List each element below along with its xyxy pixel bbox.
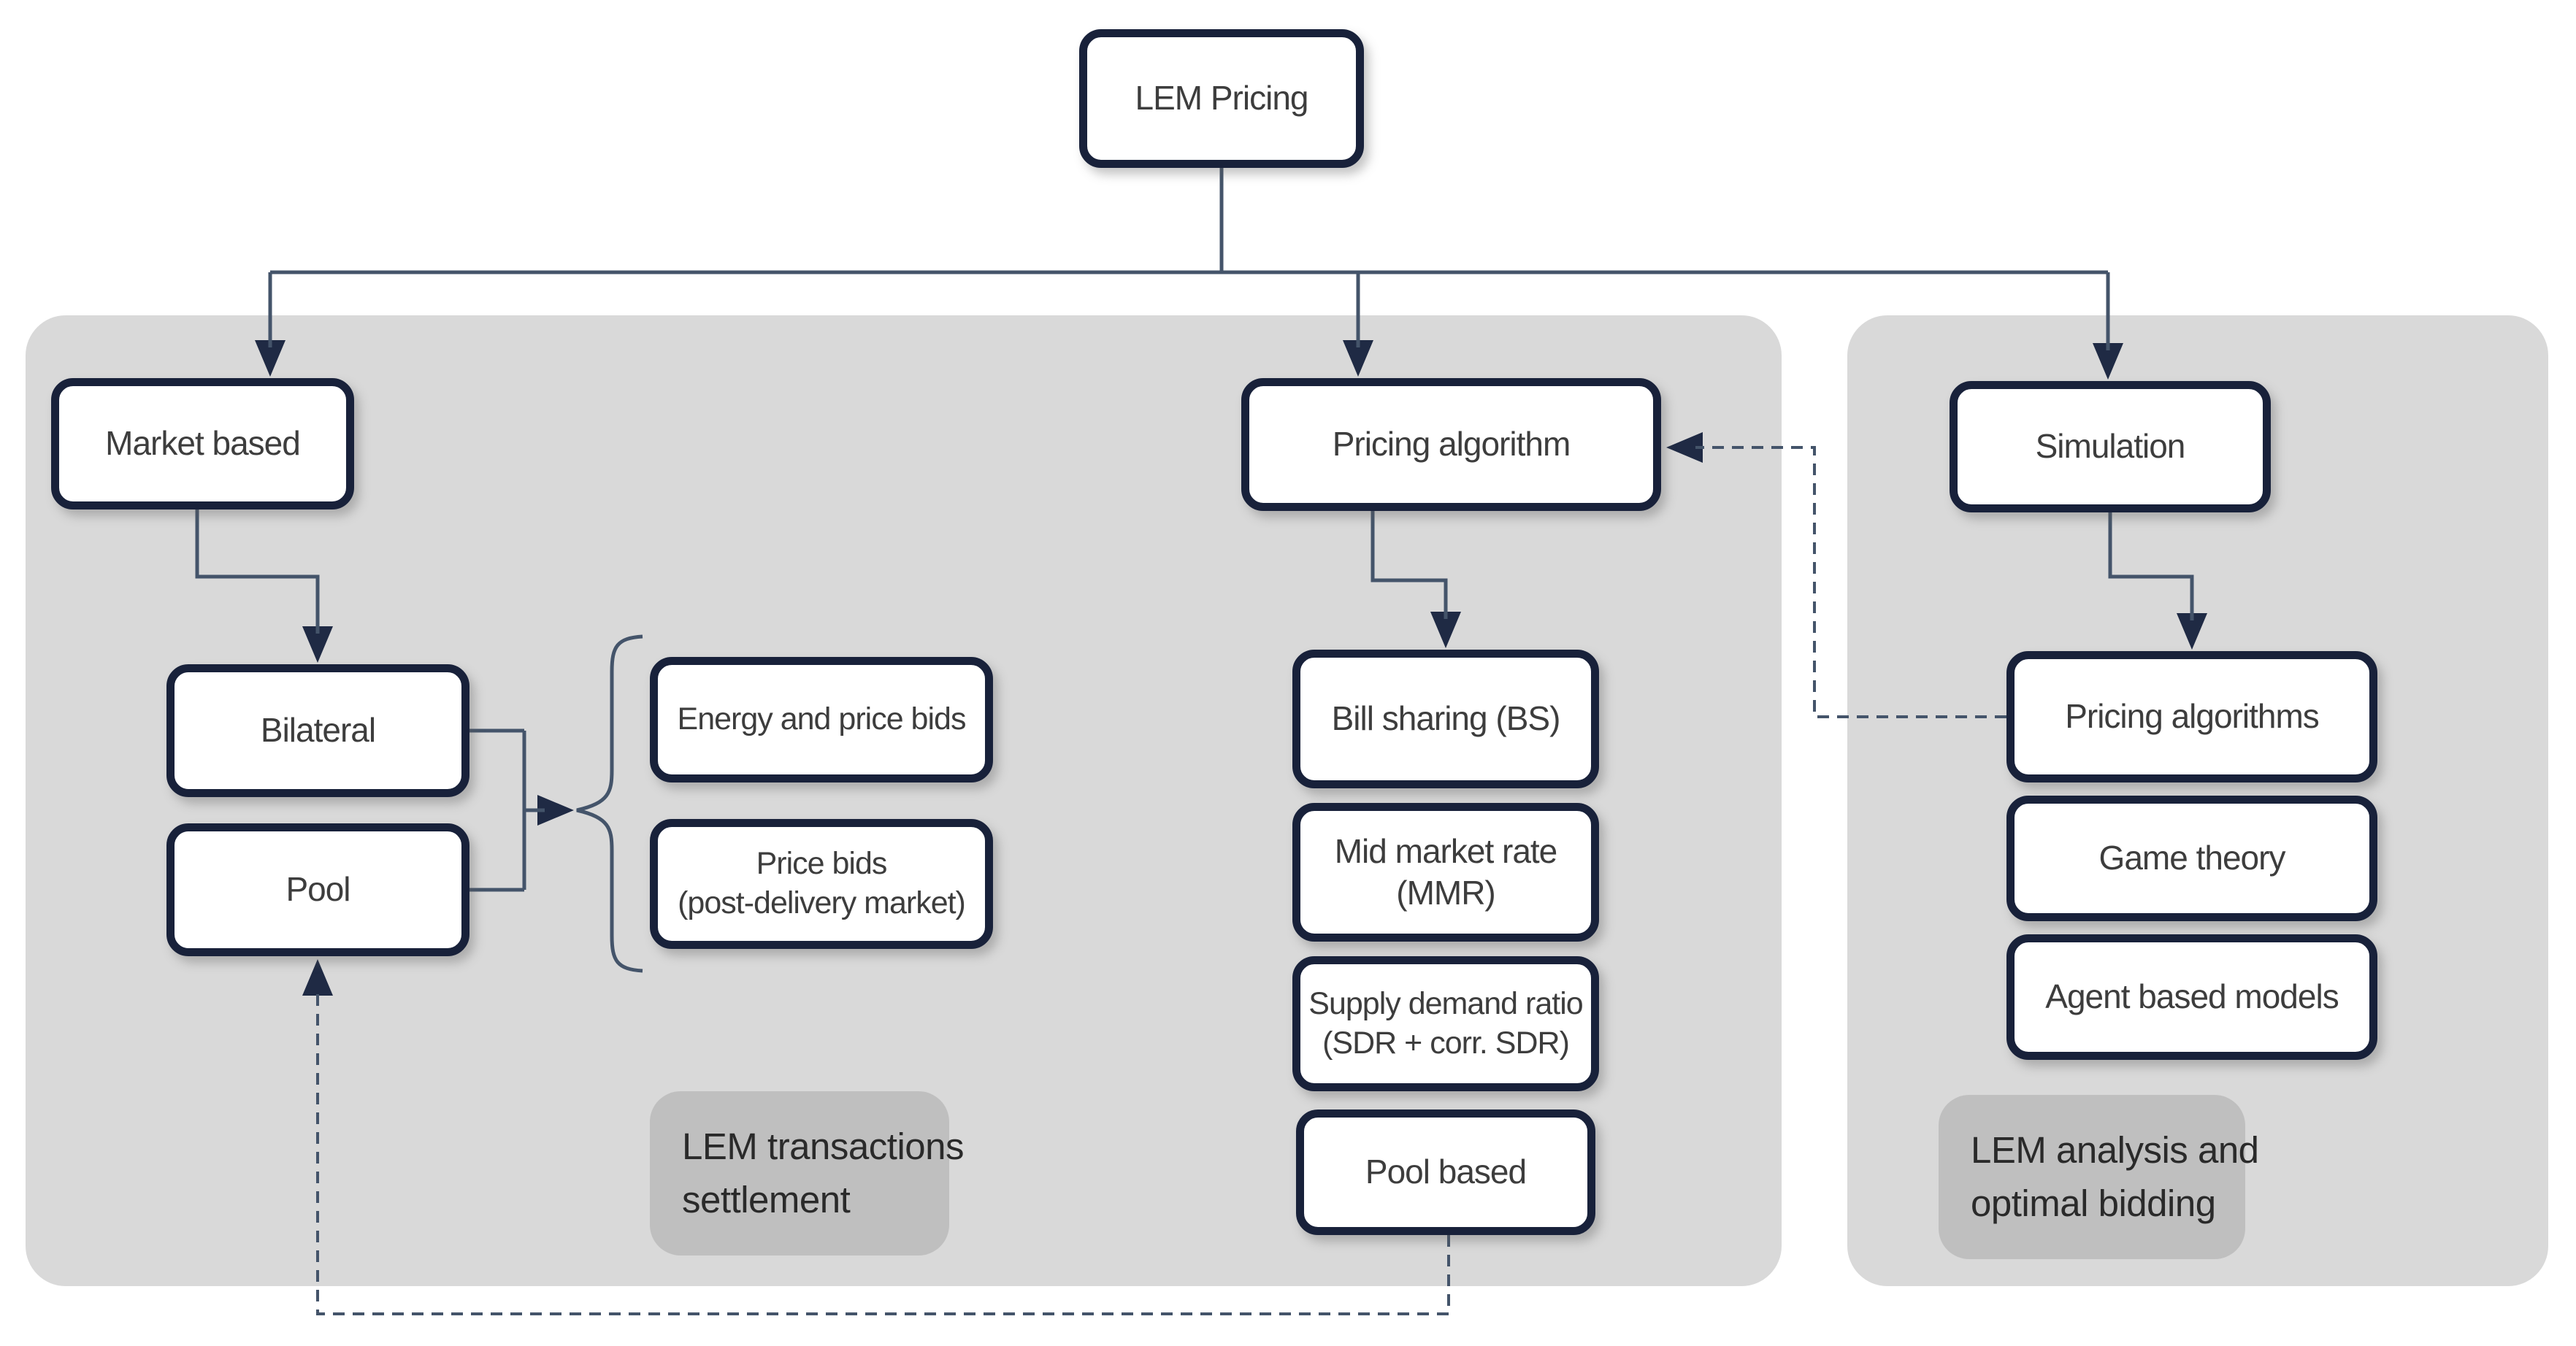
- node-mid-market-rate: Mid market rate (MMR): [1292, 803, 1599, 942]
- edge-pricingalg-to-billsharing-arrowhead: [1430, 612, 1461, 648]
- node-market-based: Market based: [51, 378, 354, 509]
- node-bill-sharing-text: Bill sharing (BS): [1331, 699, 1561, 738]
- edge-pricingalg-to-billsharing: [1371, 511, 1448, 619]
- edge-drop-pricing-algorithm-arrowhead: [1343, 340, 1373, 377]
- label-lem-analysis-optimal-bidding: LEM analysis and optimal bidding: [1939, 1095, 2259, 1259]
- label-lem-transactions-settlement: LEM transactions settlement: [650, 1091, 965, 1255]
- edge-simulation-to-pricingalgs: [2108, 512, 2194, 620]
- edge-junction-to-brace-arrowhead: [537, 795, 574, 826]
- label-lem-transactions-settlement-text: LEM transactions: [682, 1126, 965, 1168]
- edge-market-to-bilateral: [195, 509, 320, 634]
- node-game-theory: Game theory: [2006, 796, 2377, 921]
- grouping-brace: [576, 634, 643, 973]
- node-bilateral-text: Bilateral: [260, 711, 376, 750]
- label-lem-analysis-optimal-bidding-text: optimal bidding: [1971, 1182, 2216, 1224]
- node-price-bids-text: (post-delivery market): [678, 885, 966, 920]
- node-market-based-text: Market based: [105, 424, 301, 463]
- node-agent-based-models-text: Agent based models: [2045, 977, 2339, 1016]
- node-supply-demand-ratio-text: (SDR + corr. SDR): [1322, 1025, 1570, 1061]
- node-pricing-algorithms: Pricing algorithms: [2006, 651, 2377, 782]
- node-simulation-text: Simulation: [2035, 427, 2186, 466]
- label-lem-analysis-optimal-bidding-text: LEM analysis and: [1971, 1129, 2259, 1172]
- edge-dashed-poolbased-to-pool: [316, 988, 1450, 1315]
- edge-market-to-bilateral-arrowhead: [302, 626, 333, 663]
- node-pricing-algorithm-text: Pricing algorithm: [1332, 425, 1571, 464]
- node-mid-market-rate-text: (MMR): [1396, 874, 1495, 912]
- edge-drop-simulation-arrowhead: [2093, 343, 2123, 380]
- node-energy-price-bids: Energy and price bids: [650, 657, 993, 782]
- node-agent-based-models: Agent based models: [2006, 934, 2377, 1060]
- node-lem-pricing-text: LEM Pricing: [1135, 79, 1309, 118]
- node-pricing-algorithm: Pricing algorithm: [1241, 378, 1661, 511]
- edge-dashed-poolbased-to-pool-arrowhead: [302, 959, 333, 996]
- node-lem-pricing: LEM Pricing: [1079, 29, 1364, 168]
- node-pool-based-text: Pool based: [1365, 1153, 1527, 1191]
- node-bilateral: Bilateral: [166, 664, 469, 797]
- node-energy-price-bids-text: Energy and price bids: [677, 701, 967, 737]
- node-price-bids-text: Price bids: [756, 846, 888, 882]
- node-simulation: Simulation: [1950, 381, 2271, 512]
- node-bill-sharing: Bill sharing (BS): [1292, 650, 1599, 788]
- node-pool-text: Pool: [285, 870, 350, 909]
- edge-dashed-feedback-pricing-arrowhead: [1666, 432, 1703, 463]
- node-game-theory-text: Game theory: [2098, 839, 2286, 877]
- node-pricing-algorithms-text: Pricing algorithms: [2065, 697, 2320, 736]
- node-pool: Pool: [166, 823, 469, 956]
- edge-drop-market-based-arrowhead: [255, 340, 285, 377]
- node-pool-based: Pool based: [1296, 1110, 1595, 1235]
- edge-dashed-feedback-pricing: [1695, 446, 2006, 718]
- label-lem-transactions-settlement-text: settlement: [682, 1178, 851, 1220]
- node-supply-demand-ratio-text: Supply demand ratio: [1308, 985, 1583, 1021]
- node-mid-market-rate-text: Mid market rate: [1334, 831, 1558, 870]
- edge-simulation-to-pricingalgs-arrowhead: [2177, 613, 2207, 650]
- node-price-bids: Price bids(post-delivery market): [650, 819, 993, 949]
- node-supply-demand-ratio: Supply demand ratio (SDR + corr. SDR): [1292, 956, 1599, 1091]
